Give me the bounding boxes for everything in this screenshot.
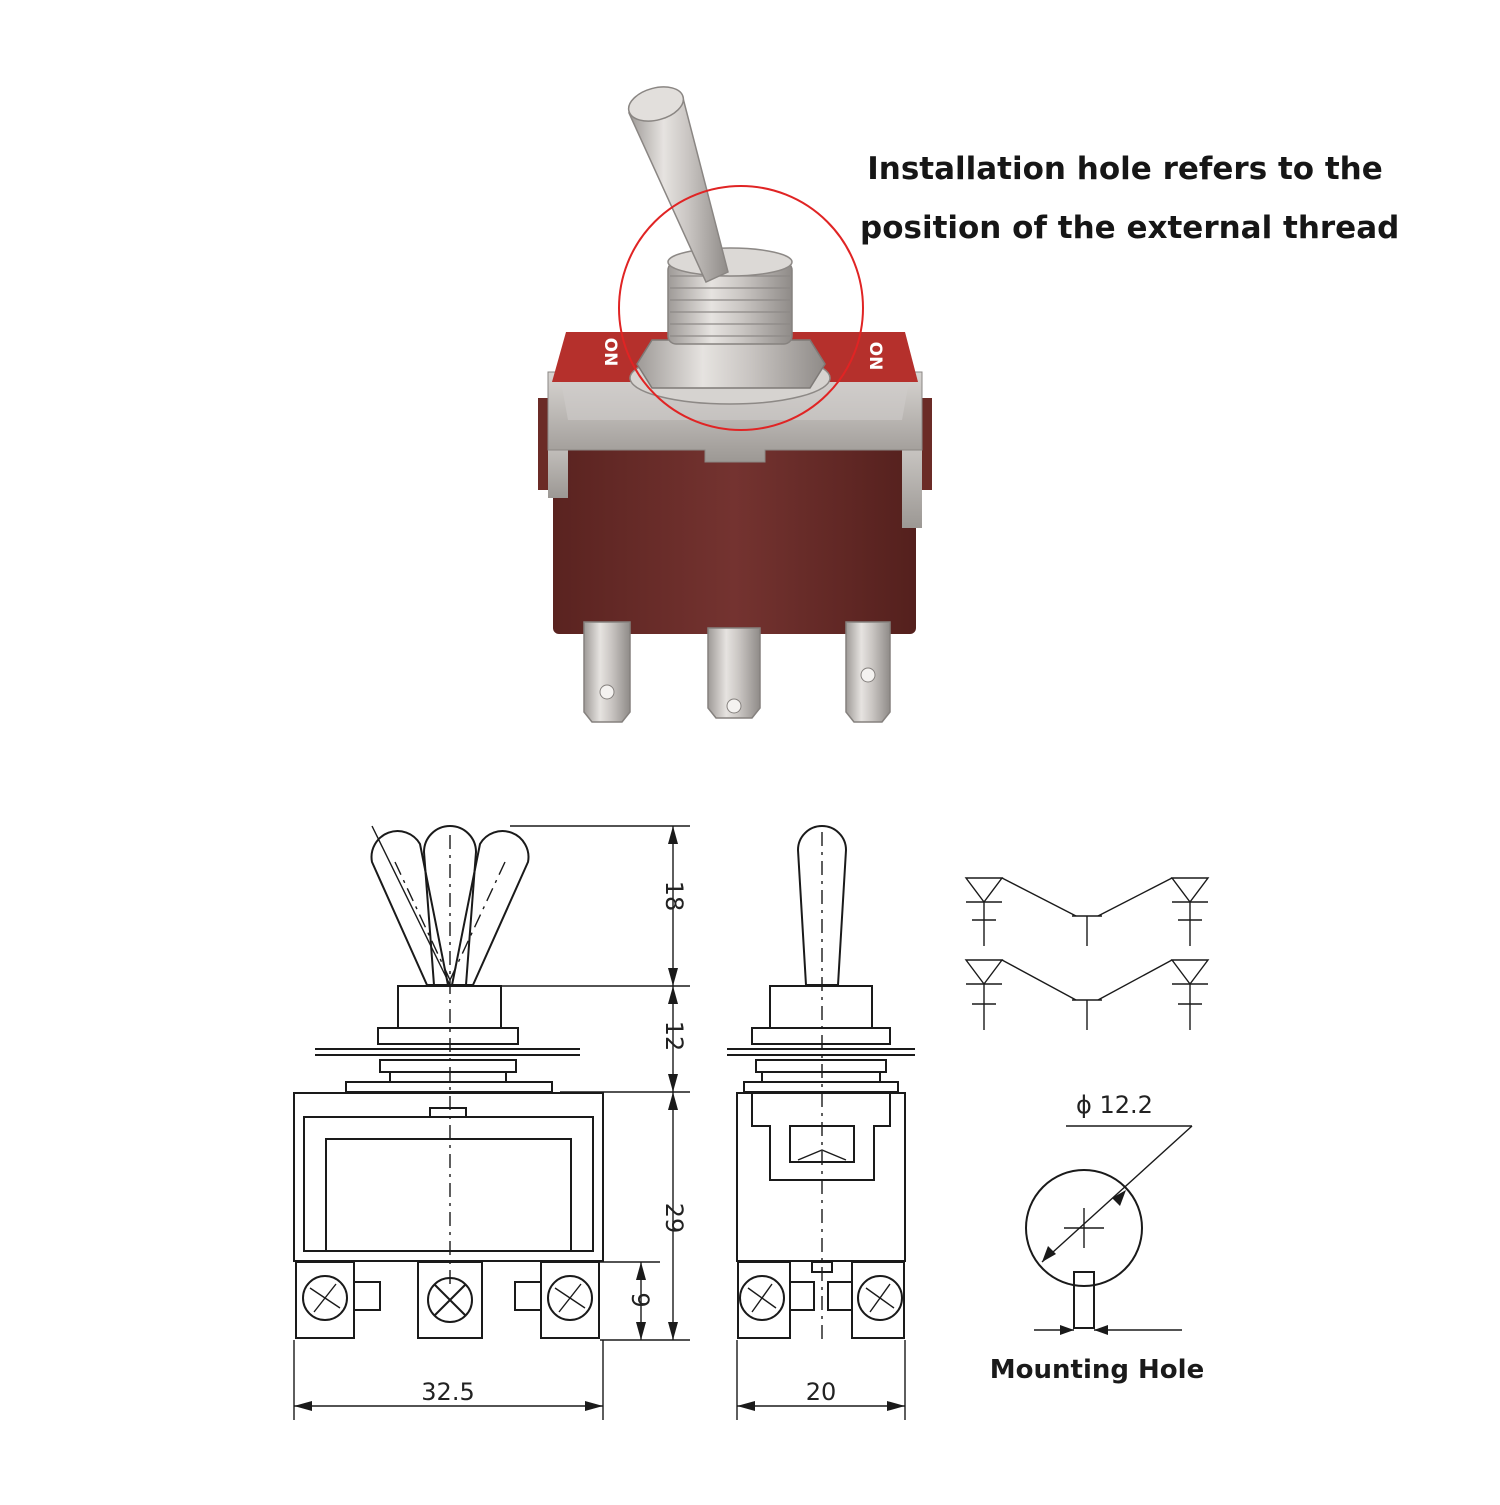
switch-hex-nut: [636, 339, 826, 389]
wiring-schematic: [964, 877, 1210, 1030]
lever-positions: [370, 825, 530, 986]
caption-line-2: position of the external thread: [860, 210, 1400, 246]
label-on-right: ON: [865, 342, 885, 371]
side-view-drawing: 20: [727, 825, 915, 1420]
dimension-terminal-height: 9: [626, 1292, 654, 1307]
front-view-drawing: 18 12 29 9 32.5: [293, 825, 690, 1420]
terminal-left: [583, 621, 631, 723]
dimension-bushing-height: 12: [660, 1021, 688, 1052]
installation-hole-highlight-circle: [618, 185, 864, 431]
hole-diameter-label: ϕ 12.2: [1076, 1091, 1153, 1119]
mounting-hole-circle: [1025, 1169, 1143, 1287]
front-screw-terminals: [295, 1261, 600, 1339]
mounting-hole-label: Mounting Hole: [990, 1355, 1204, 1385]
side-screw-terminals: [737, 1261, 905, 1339]
installation-caption: Installation hole refers to the position…: [860, 140, 1400, 258]
dimension-lever-height: 18: [660, 881, 688, 912]
dimension-body-height: 29: [660, 1203, 688, 1234]
switch-body: [553, 448, 916, 634]
dimension-depth: 20: [806, 1378, 837, 1406]
toggle-switch-photo: ON ON: [538, 86, 932, 723]
terminal-center: [707, 627, 761, 719]
label-on-left: ON: [600, 338, 620, 367]
mounting-hole-drawing: ϕ 12.2 Mounting Hole: [990, 1091, 1204, 1385]
dimension-width: 32.5: [421, 1378, 474, 1406]
caption-line-1: Installation hole refers to the: [867, 151, 1383, 187]
